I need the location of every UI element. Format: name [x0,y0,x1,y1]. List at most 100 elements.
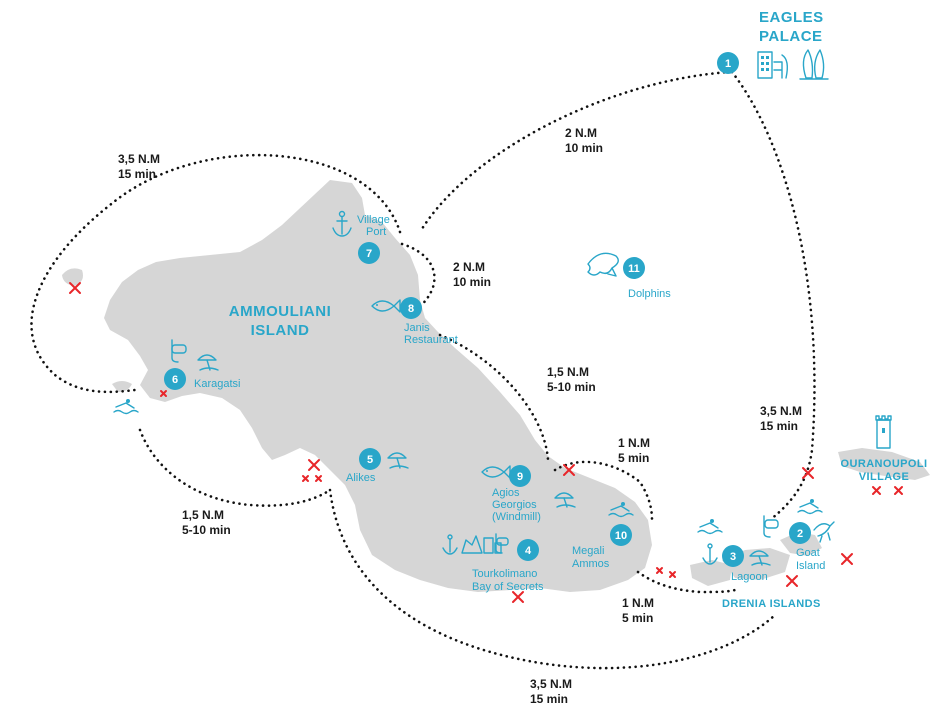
stop-number: 7 [366,248,372,260]
route-8-to-9 [438,333,550,462]
anchor-icon [702,543,718,565]
stop-1[interactable]: 1 [717,52,739,74]
stop-2[interactable]: 2 [789,522,811,544]
stop-number: 6 [172,374,178,386]
stop-number: 10 [615,530,627,542]
swimmer-icon [797,499,823,515]
islet-west [112,381,132,392]
beach-umbrella-icon [749,550,771,566]
stop-number: 8 [408,303,414,315]
anchor-icon [332,210,352,237]
route-10-to-drenia [636,570,737,594]
x-marker [841,553,853,565]
stop-6[interactable]: 6 [164,368,186,390]
stop-markers: 1 2 3 4 5 6 7 8 9 10 11 [164,52,811,567]
stop-badge [517,539,539,561]
x-marker [160,390,167,397]
stop-number: 4 [525,545,532,557]
stop-badge [164,368,186,390]
swimmer-icon [608,502,634,518]
anchor-icon [442,534,458,555]
swimmer-icon [697,519,723,535]
swimmer-icon [113,399,139,415]
stop-11-label: Dolphins [628,288,671,300]
stop-5[interactable]: 5 [359,448,381,470]
stop-8[interactable]: 8 [400,297,422,319]
route-1-to-2 [730,70,816,522]
snorkel-icon [763,515,779,538]
route-6-to-5 [138,428,332,507]
cliff-icon [461,535,483,554]
stop-5-label: Alikes [346,472,376,484]
stop-4[interactable]: 4 [517,539,539,561]
x-marker [308,459,320,471]
hotel-icon [757,51,789,79]
stop-badge [358,242,380,264]
ammouliani-island [104,180,652,592]
route-7-to-8 [400,242,436,308]
icons [113,49,892,566]
x-marker [786,575,798,587]
stop-badge [359,448,381,470]
stop-number: 1 [725,58,731,70]
route-1-to-7 [418,70,732,234]
stop-number: 5 [367,454,373,466]
stop-3[interactable]: 3 [722,545,744,567]
stop-7[interactable]: 7 [358,242,380,264]
stop-badge [509,465,531,487]
drenia-label: DRENIA ISLANDS [722,598,821,610]
ouranoupoli-coast [838,448,930,480]
x-marker [302,475,309,482]
snorkel-icon [495,533,509,554]
x-marker [872,486,881,495]
beach-umbrella-icon [554,492,576,508]
x-marker [894,486,903,495]
x-marker [512,591,524,603]
stop-badge [789,522,811,544]
route-9-to-10 [553,460,654,522]
tower-icon [875,415,892,449]
beach-umbrella-icon [197,354,219,371]
snorkel-icon [171,339,187,363]
beach-umbrella-icon [387,452,409,469]
x-marker [802,467,814,479]
stop-6-label: Karagatsi [194,378,240,390]
stop-badge [610,524,632,546]
dolphin-icon [587,252,619,277]
stop-number: 2 [797,528,803,540]
islet-northwest [62,268,83,286]
stop-10[interactable]: 10 [610,524,632,546]
route-south-loop [328,488,777,670]
stop-badge [623,257,645,279]
stop-11[interactable]: 11 [623,257,645,279]
x-marker [315,475,322,482]
goat-icon [813,521,835,543]
stop-number: 11 [628,263,640,275]
stop-3-label: Lagoon [731,571,768,583]
stop-number: 3 [730,551,736,563]
stop-9[interactable]: 9 [509,465,531,487]
x-marker [656,567,663,574]
stop-number: 9 [517,471,523,483]
fish-icon [371,299,401,313]
stop-badge [722,545,744,567]
x-marker [669,571,676,578]
